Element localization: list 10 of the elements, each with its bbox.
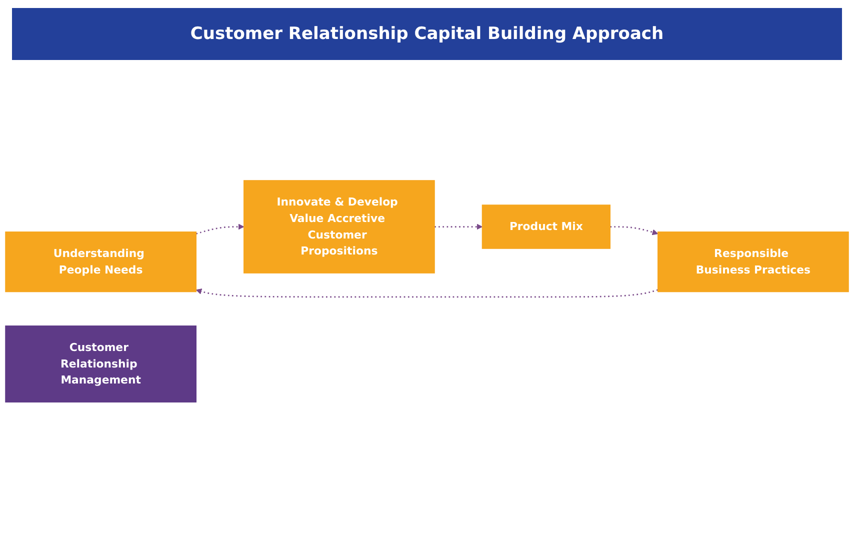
node-box: Responsible Business Practices — [658, 232, 849, 292]
title-banner: Customer Relationship Capital Building Approach — [12, 8, 842, 60]
node-box: Innovate & Develop Value Accretive Customer Propositions — [244, 180, 435, 274]
arrow — [434, 224, 482, 230]
node-box: Customer Relationship Management — [5, 326, 196, 403]
arrow — [196, 288, 658, 298]
node-box: Product Mix — [482, 204, 610, 250]
arrow — [196, 224, 244, 235]
node-box: Understanding People Needs — [5, 232, 196, 292]
arrow — [610, 226, 658, 236]
